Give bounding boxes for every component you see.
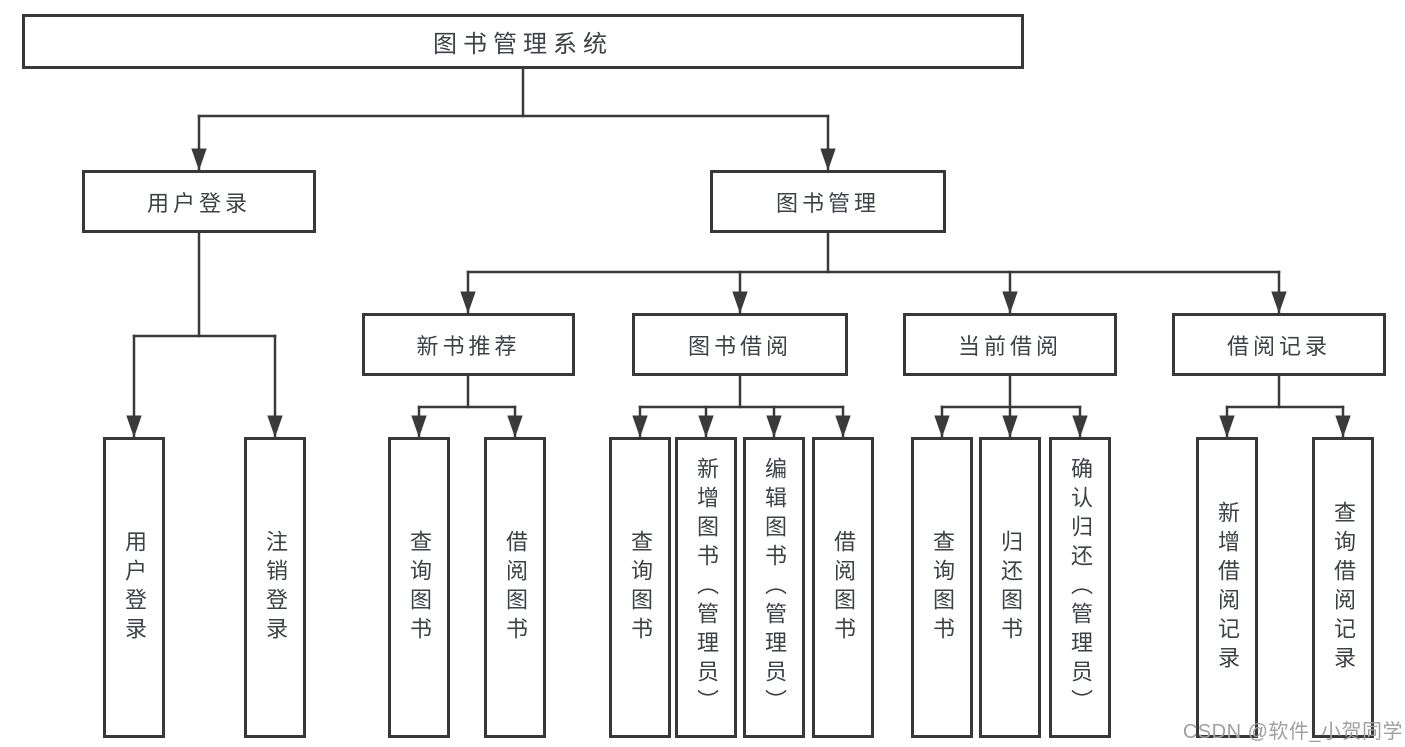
leaf-query-books-3: 查询图书 — [911, 437, 973, 738]
node-current-borrowing: 当前借阅 — [903, 313, 1117, 376]
node-label: 图书管理 — [775, 190, 880, 216]
leaf-user-login: 用户登录 — [103, 437, 165, 738]
leaf-label: 借阅图书 — [831, 529, 856, 646]
leaf-label: 查询图书 — [930, 529, 955, 646]
node-label: 图书借阅 — [687, 333, 792, 359]
leaf-label: 用户登录 — [122, 529, 147, 646]
node-label: 借阅记录 — [1226, 333, 1331, 359]
node-new-book-recommend: 新书推荐 — [362, 313, 575, 376]
node-label: 当前借阅 — [957, 333, 1062, 359]
node-borrowing-records: 借阅记录 — [1172, 313, 1386, 376]
leaf-query-books-2: 查询图书 — [609, 437, 671, 738]
leaf-label: 新增图书（管理员） — [694, 457, 719, 718]
leaf-borrow-books-1: 借阅图书 — [484, 437, 546, 738]
leaf-label: 查询图书 — [407, 529, 432, 646]
leaf-return-books: 归还图书 — [979, 437, 1041, 738]
leaf-label: 借阅图书 — [503, 529, 528, 646]
leaf-label: 新增借阅记录 — [1215, 500, 1240, 675]
leaf-label: 查询借阅记录 — [1331, 500, 1356, 675]
leaf-logout: 注销登录 — [244, 437, 306, 738]
node-book-management-branch: 图书管理 — [710, 170, 946, 233]
node-label: 新书推荐 — [416, 333, 521, 359]
node-root-label: 图书管理系统 — [433, 31, 613, 58]
node-label: 用户登录 — [146, 190, 251, 216]
leaf-query-books-1: 查询图书 — [388, 437, 450, 738]
leaf-edit-books-admin: 编辑图书（管理员） — [743, 437, 805, 738]
leaf-label: 查询图书 — [628, 529, 653, 646]
leaf-confirm-return-admin: 确认归还（管理员） — [1049, 437, 1111, 738]
leaf-label: 编辑图书（管理员） — [762, 457, 787, 718]
leaf-label: 确认归还（管理员） — [1068, 457, 1093, 718]
node-book-borrowing: 图书借阅 — [632, 313, 848, 376]
leaf-label: 归还图书 — [998, 529, 1023, 646]
leaf-borrow-books-2: 借阅图书 — [812, 437, 874, 738]
node-user-login-branch: 用户登录 — [82, 170, 316, 233]
leaf-add-borrow-record: 新增借阅记录 — [1196, 437, 1258, 738]
leaf-query-borrow-record: 查询借阅记录 — [1312, 437, 1374, 738]
leaf-add-books-admin: 新增图书（管理员） — [675, 437, 737, 738]
leaf-label: 注销登录 — [263, 529, 288, 646]
node-root: 图书管理系统 — [22, 14, 1024, 69]
csdn-watermark: CSDN @软件_小贺同学 — [1182, 721, 1403, 743]
